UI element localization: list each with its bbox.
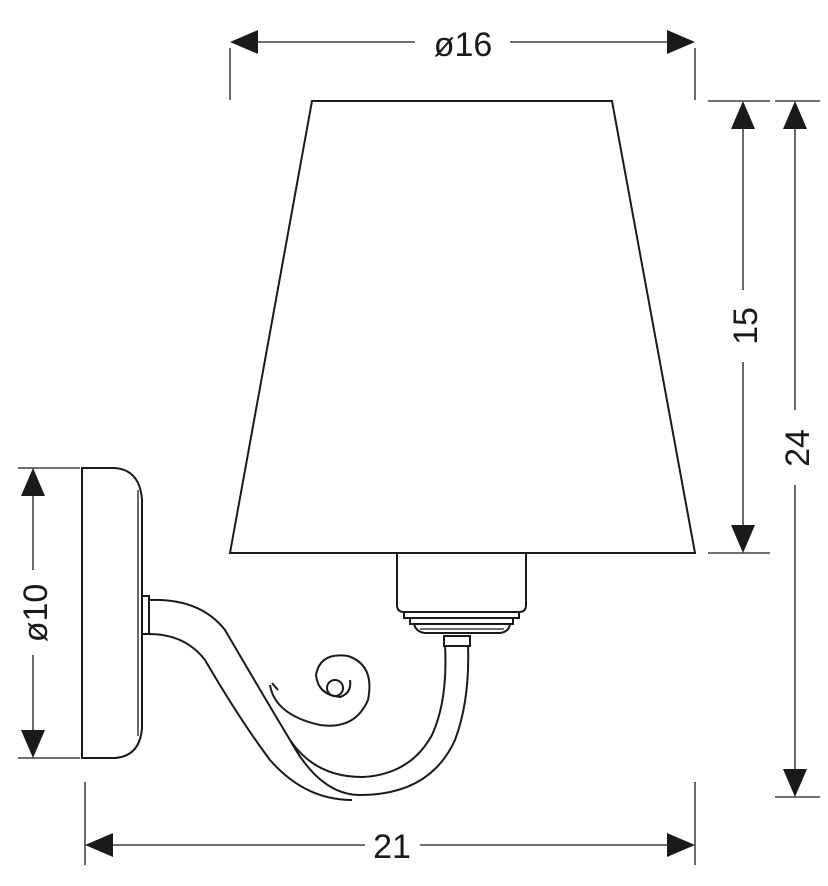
label-total-height: 24 bbox=[779, 429, 817, 467]
dimension-total-depth: 21 bbox=[84, 782, 696, 866]
dimension-total-height: 24 bbox=[775, 100, 820, 798]
dimension-shade-height: 15 bbox=[708, 100, 770, 554]
label-backplate-diameter: ø10 bbox=[17, 584, 55, 643]
label-shade-diameter: ø16 bbox=[434, 26, 493, 64]
dimension-backplate-diameter: ø10 bbox=[17, 467, 80, 759]
lamp-socket bbox=[396, 553, 527, 634]
lamp-shade bbox=[228, 100, 697, 554]
label-shade-height: 15 bbox=[727, 307, 765, 345]
lamp-arm bbox=[148, 598, 471, 801]
wall-backplate bbox=[81, 467, 150, 759]
dimension-shade-diameter: ø16 bbox=[229, 26, 696, 100]
label-total-depth: 21 bbox=[373, 828, 411, 866]
